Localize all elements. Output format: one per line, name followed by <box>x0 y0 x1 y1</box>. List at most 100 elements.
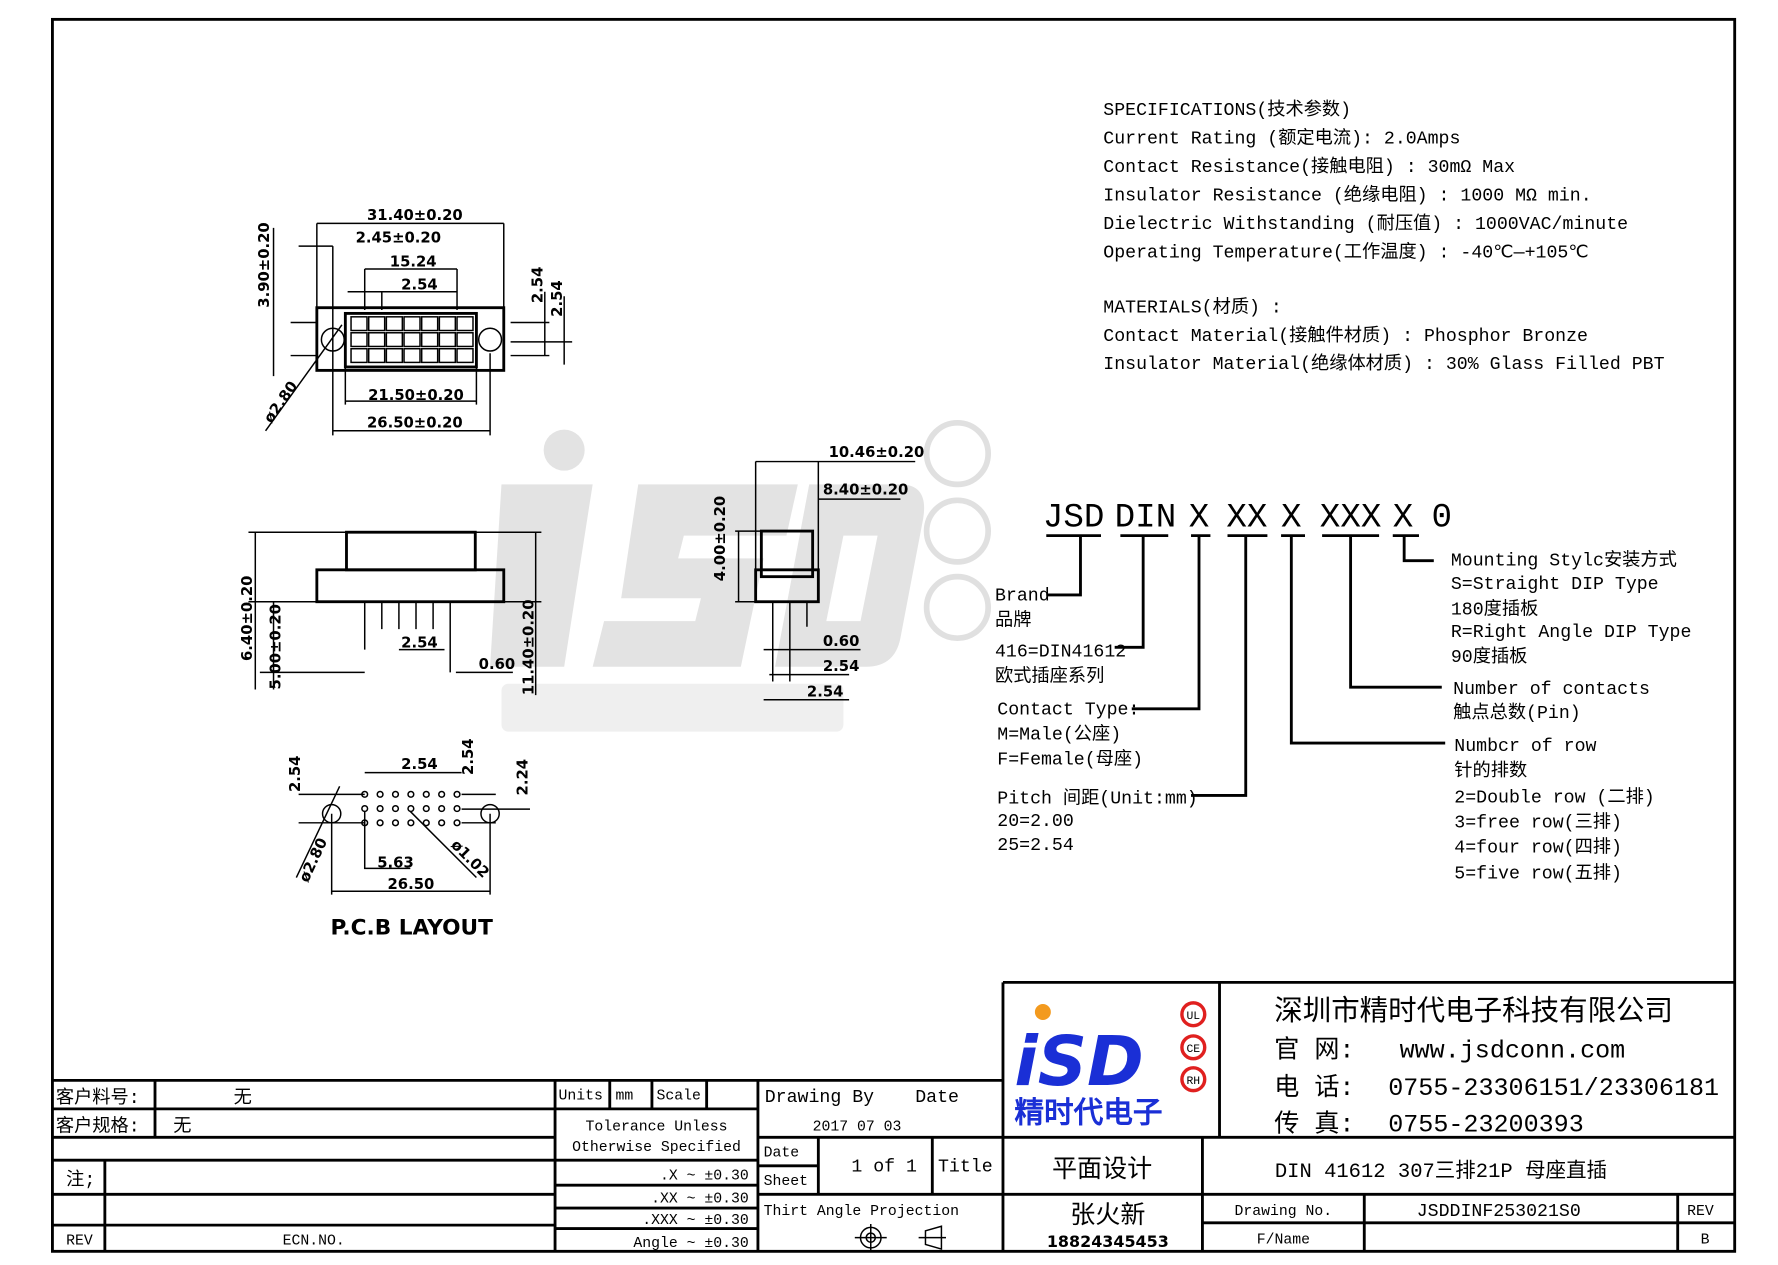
pcb-hole <box>438 819 446 827</box>
code-segment: X <box>1281 500 1302 538</box>
tolerance: .XX ~ ±0.30 <box>651 1191 749 1207</box>
note-label: 注; <box>66 1169 95 1191</box>
pcb-hole <box>438 790 446 798</box>
units: mm <box>615 1089 633 1105</box>
spec-line: Contact Resistance(接触电阻) : 30mΩ Max <box>1103 156 1515 178</box>
drawing-no-label: Drawing No. <box>1235 1204 1333 1220</box>
dimension-label: 15.24 <box>390 254 437 271</box>
dimension-label: 2.54 <box>823 658 860 675</box>
contact-cell <box>438 316 457 332</box>
dimension-label: 26.50±0.20 <box>367 414 463 431</box>
part-code-diagram: JSD DIN X XX X XXX X 0 Brand 品牌 416=DIN4… <box>995 500 1691 885</box>
brand-label: 品牌 <box>995 610 1031 632</box>
dimension-label: 2.54 <box>530 267 547 304</box>
spec-line: Current Rating (额定电流): 2.0Amps <box>1103 128 1460 150</box>
dimension-label: 10.46±0.20 <box>829 444 925 461</box>
svg-text:RH: RH <box>1186 1076 1200 1088</box>
tolerance-heading: Tolerance Unless <box>585 1120 727 1136</box>
svg-text:精时代电子: 精时代电子 <box>1014 1095 1162 1130</box>
contact-cell <box>367 316 386 332</box>
dimension-label: 0.60 <box>479 656 516 673</box>
contact-cell <box>456 347 474 364</box>
drawing-by-label: Drawing By <box>765 1088 874 1108</box>
company-block: iSD 精时代电子 UL CE RH 深圳市精时代电子科技有限公司 官 网: w… <box>52 980 1735 1252</box>
tolerance: Angle ~ ±0.30 <box>633 1236 748 1252</box>
specifications-heading: SPECIFICATIONS(技术参数) <box>1103 99 1351 121</box>
contact-type-label: Contact Type: <box>997 701 1139 721</box>
rev-label: REV <box>66 1233 93 1249</box>
contact-cell <box>456 316 474 332</box>
pcb-hole <box>422 790 430 798</box>
rows-label: 4=four row(四排) <box>1454 836 1622 858</box>
material-line: Insulator Material(绝缘体材质) : 30% Glass Fi… <box>1103 353 1664 375</box>
contact-type-label: F=Female(母座) <box>997 749 1143 771</box>
contact-cell <box>367 332 386 348</box>
dimension-label: 2.54 <box>401 276 438 293</box>
title-label: Title <box>938 1158 993 1178</box>
spec-line: Dielectric Withstanding (耐压值) : 1000VAC/… <box>1103 213 1628 235</box>
series-label: 416=DIN41612 <box>995 642 1126 662</box>
fax: 0755-23200393 <box>1388 1111 1584 1140</box>
customer-no-label: 客户料号: <box>56 1087 140 1109</box>
customer-no: 无 <box>234 1088 252 1109</box>
contact-cell <box>456 332 474 348</box>
dimension-label: 2.54 <box>807 683 844 700</box>
pcb-hole <box>376 804 384 813</box>
pcb-hole <box>376 819 384 827</box>
contact-cell <box>403 347 421 364</box>
contact-cell <box>420 347 439 364</box>
dimension-label: 2.54 <box>460 738 477 775</box>
dimension-label: 4.00±0.20 <box>712 496 729 581</box>
customer-spec: 无 <box>173 1117 191 1138</box>
mounting-label: S=Straight DIP Type <box>1451 575 1659 595</box>
tolerance-heading: Otherwise Specified <box>572 1140 741 1156</box>
dimension-label: ø2.80 <box>296 835 331 884</box>
contact-cell <box>350 316 368 332</box>
telephone: 0755-23306151/23306181 <box>1388 1074 1719 1103</box>
rows-label: 3=free row(三排) <box>1454 811 1622 833</box>
pitch-label: Pitch 间距(Unit:mm) <box>997 787 1197 809</box>
tolerance: .XXX ~ ±0.30 <box>642 1213 749 1229</box>
website: www.jsdconn.com <box>1400 1037 1626 1066</box>
title-block: 客户料号: 无 客户规格: 无 注; REV ECN.NO. Units mm … <box>52 1080 1735 1252</box>
pitch-label: 20=2.00 <box>997 812 1074 832</box>
sheet: 1 of 1 <box>851 1158 917 1178</box>
contact-cell <box>403 332 421 348</box>
mounting-label: Mounting Stylc安装方式 <box>1451 549 1677 571</box>
company-name: 深圳市精时代电子科技有限公司 <box>1274 995 1673 1029</box>
projection-symbol-icon <box>854 1223 946 1252</box>
pcb-hole <box>438 804 446 813</box>
dimension-label: 5.63 <box>377 854 414 871</box>
dimension-label: 2.54 <box>401 634 438 651</box>
contact-cell <box>385 316 404 332</box>
rows-label: 针的排数 <box>1454 760 1527 782</box>
code-segment: DIN <box>1115 500 1177 538</box>
date: 2017 07 03 <box>813 1120 902 1136</box>
dimension-label: 2.54 <box>287 756 304 793</box>
pcb-hole <box>407 804 415 813</box>
end-view: 10.46±0.20 8.40±0.20 4.00±0.20 0.60 2.54… <box>712 444 925 701</box>
brand-label: Brand <box>995 587 1050 607</box>
series-label: 欧式插座系列 <box>995 666 1104 688</box>
contact-cell <box>385 332 404 348</box>
dimension-label: 26.50 <box>388 876 435 893</box>
code-segment: JSD <box>1043 500 1105 538</box>
dimension-label: 0.60 <box>823 633 860 650</box>
pcb-hole <box>407 819 415 827</box>
designer: 张火新 <box>1070 1201 1145 1231</box>
pcb-layout: 2.54 2.54 2.54 2.24 ø2.80 5.63 26.50 ø1.… <box>287 738 532 940</box>
contact-cell <box>420 332 439 348</box>
pcb-hole <box>422 804 430 813</box>
company-logo: iSD 精时代电子 UL CE RH <box>1014 1001 1207 1130</box>
dimension-label: ø1.02 <box>447 836 492 881</box>
drawing-title: DIN 41612 307三排21P 母座直插 <box>1275 1159 1607 1184</box>
rows-label: 2=Double row (二排) <box>1454 786 1654 808</box>
scale-label: Scale <box>656 1089 700 1105</box>
spec-line: Insulator Resistance (绝缘电阻) : 1000 MΩ mi… <box>1103 185 1591 207</box>
materials-heading: MATERIALS(材质) : <box>1103 296 1282 318</box>
pcb-hole <box>391 804 400 813</box>
dimension-label: 2.54 <box>401 756 438 773</box>
dimension-label: 21.50±0.20 <box>368 387 464 404</box>
pcb-hole <box>453 819 461 827</box>
